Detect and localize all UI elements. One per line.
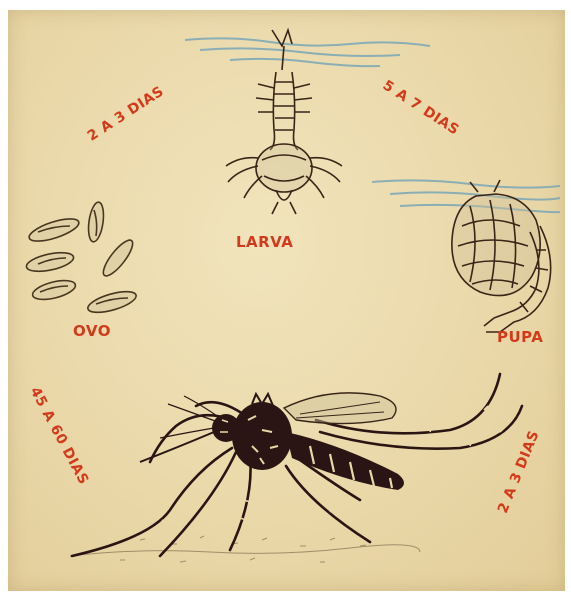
pupa-illustration — [452, 180, 551, 332]
mosquito-illustration — [72, 374, 522, 556]
egg-cluster-illustration — [25, 201, 138, 316]
larva-illustration — [226, 30, 342, 214]
stage-label-larva: LARVA — [236, 233, 293, 251]
stage-label-egg: OVO — [73, 322, 111, 340]
water-surface-lines-top — [185, 38, 430, 66]
stage-label-pupa: PUPA — [497, 328, 543, 346]
